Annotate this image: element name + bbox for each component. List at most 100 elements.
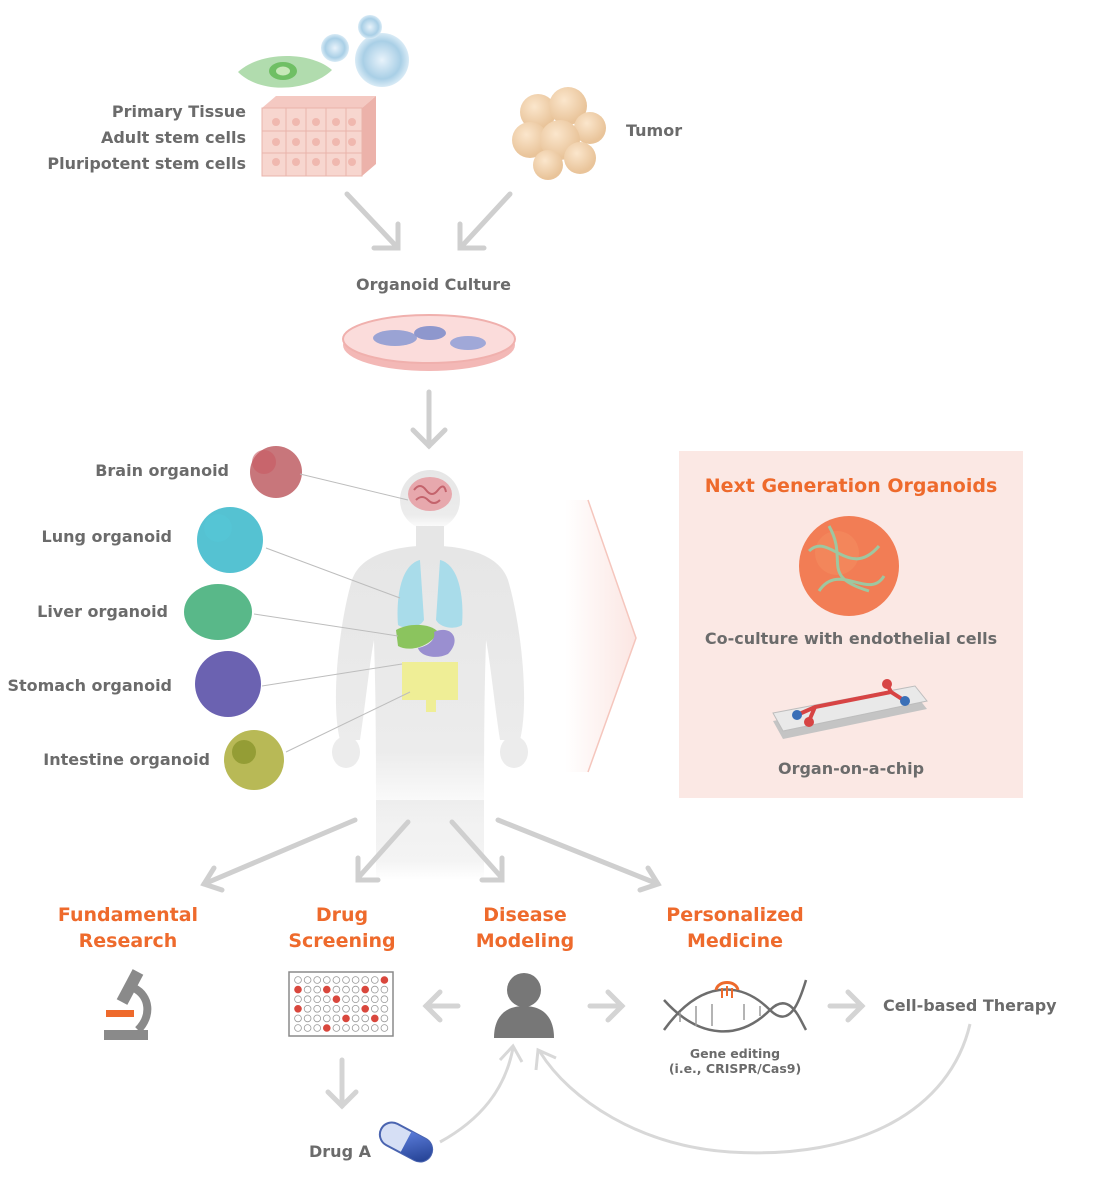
- well-hit: [294, 985, 302, 994]
- arrow-drug-to-patient: [439, 1047, 515, 1144]
- source-tumor: Tumor: [626, 121, 683, 140]
- brain-organoid-blob: [250, 446, 302, 498]
- arrow-to-research: [200, 817, 358, 893]
- well: [342, 1004, 350, 1013]
- drug-a-label: Drug A: [309, 1142, 371, 1161]
- well-hit: [370, 1014, 379, 1023]
- well: [351, 1004, 360, 1013]
- well: [361, 976, 370, 984]
- well: [313, 1014, 322, 1023]
- gene-editing-label: Gene editing(i.e., CRISPR/Cas9): [668, 1046, 802, 1076]
- well: [313, 976, 322, 984]
- well: [303, 1024, 312, 1032]
- source-pluripotent-stem-cells: Pluripotent stem cells: [47, 154, 246, 173]
- well: [370, 995, 379, 1003]
- tumor-icon: [512, 87, 606, 180]
- coculture-label: Co-culture with endothelial cells: [704, 629, 998, 648]
- well: [294, 1014, 302, 1023]
- pill-icon: [378, 1121, 434, 1163]
- well: [351, 1024, 360, 1032]
- liver-icon: [396, 624, 438, 649]
- organoid-label-stomach: Stomach organoid: [7, 676, 172, 695]
- arrow-screening-to-drug: [325, 1057, 359, 1110]
- arrow-editing-to-therapy: [827, 989, 866, 1023]
- blue-cells-icon: [321, 15, 409, 87]
- well: [380, 1014, 389, 1023]
- source-primary-tissue: Primary Tissue: [111, 102, 246, 121]
- well: [332, 976, 341, 984]
- organ-chip-label: Organ-on-a-chip: [777, 759, 925, 778]
- petri-dish-icon: [342, 314, 516, 371]
- next-gen-title: Next Generation Organoids: [704, 475, 998, 497]
- well: [361, 1014, 370, 1023]
- well: [313, 985, 322, 994]
- arrow-model-to-screening: [422, 989, 461, 1023]
- microscope-icon: [104, 969, 152, 1040]
- well: [342, 985, 350, 994]
- well: [351, 985, 360, 994]
- lungs-icon: [397, 560, 463, 628]
- person-icon: [494, 973, 554, 1038]
- arrow-to-screening: [355, 819, 411, 883]
- arrow-model-to-editing: [587, 989, 626, 1023]
- well: [351, 995, 360, 1003]
- well: [322, 995, 331, 1003]
- organoid-label-liver: Liver organoid: [37, 602, 168, 621]
- well: [332, 1004, 341, 1013]
- well: [351, 976, 360, 984]
- well: [322, 1014, 331, 1023]
- well: [370, 976, 379, 984]
- well: [303, 976, 312, 984]
- next-gen-panel: Next Generation Organoids Co-culture wit…: [679, 451, 1023, 798]
- arrow-tumor-to-culture: [457, 191, 513, 251]
- well-hit: [380, 976, 389, 984]
- well: [342, 995, 350, 1003]
- dna-icon: [662, 979, 808, 1033]
- well: [370, 1004, 379, 1013]
- well-plate-icon: [288, 971, 394, 1037]
- arrow-to-modeling: [449, 819, 505, 883]
- well: [332, 1014, 341, 1023]
- well-hit: [332, 995, 341, 1003]
- cell-therapy-label: Cell-based Therapy: [883, 996, 1057, 1015]
- well-hit: [361, 985, 370, 994]
- source-adult-stem-cells: Adult stem cells: [100, 128, 246, 147]
- well: [313, 1004, 322, 1013]
- arrow-to-medicine: [495, 817, 662, 893]
- well: [303, 985, 312, 994]
- intestine-icon: [402, 662, 458, 712]
- well: [313, 995, 322, 1003]
- well: [380, 995, 389, 1003]
- arrow-culture-to-body: [410, 389, 448, 450]
- well: [332, 1024, 341, 1032]
- culture-label: Organoid Culture: [356, 275, 512, 294]
- liver-organoid-blob: [184, 584, 252, 640]
- well: [313, 1024, 322, 1032]
- well: [303, 1004, 312, 1013]
- stomach-icon: [418, 629, 455, 657]
- well: [303, 1014, 312, 1023]
- well-hit: [294, 1004, 302, 1013]
- green-cell-icon: [238, 56, 332, 88]
- well: [342, 1024, 350, 1032]
- arrow-tissue-to-culture: [344, 191, 401, 251]
- organoid-label-brain: Brain organoid: [95, 461, 229, 480]
- well-hit: [342, 1014, 350, 1023]
- well: [351, 1014, 360, 1023]
- expand-chevron: [565, 499, 637, 773]
- leader-lines: [253, 473, 411, 753]
- well: [294, 976, 302, 984]
- well: [370, 1024, 379, 1032]
- coculture-organoid-icon: [799, 516, 899, 616]
- well: [332, 985, 341, 994]
- arrow-therapy-to-patient: [538, 1023, 972, 1155]
- well: [380, 1004, 389, 1013]
- organ-chip-icon: [772, 679, 928, 739]
- well: [370, 985, 379, 994]
- lung-organoid-blob: [197, 507, 263, 573]
- well: [294, 995, 302, 1003]
- well: [322, 976, 331, 984]
